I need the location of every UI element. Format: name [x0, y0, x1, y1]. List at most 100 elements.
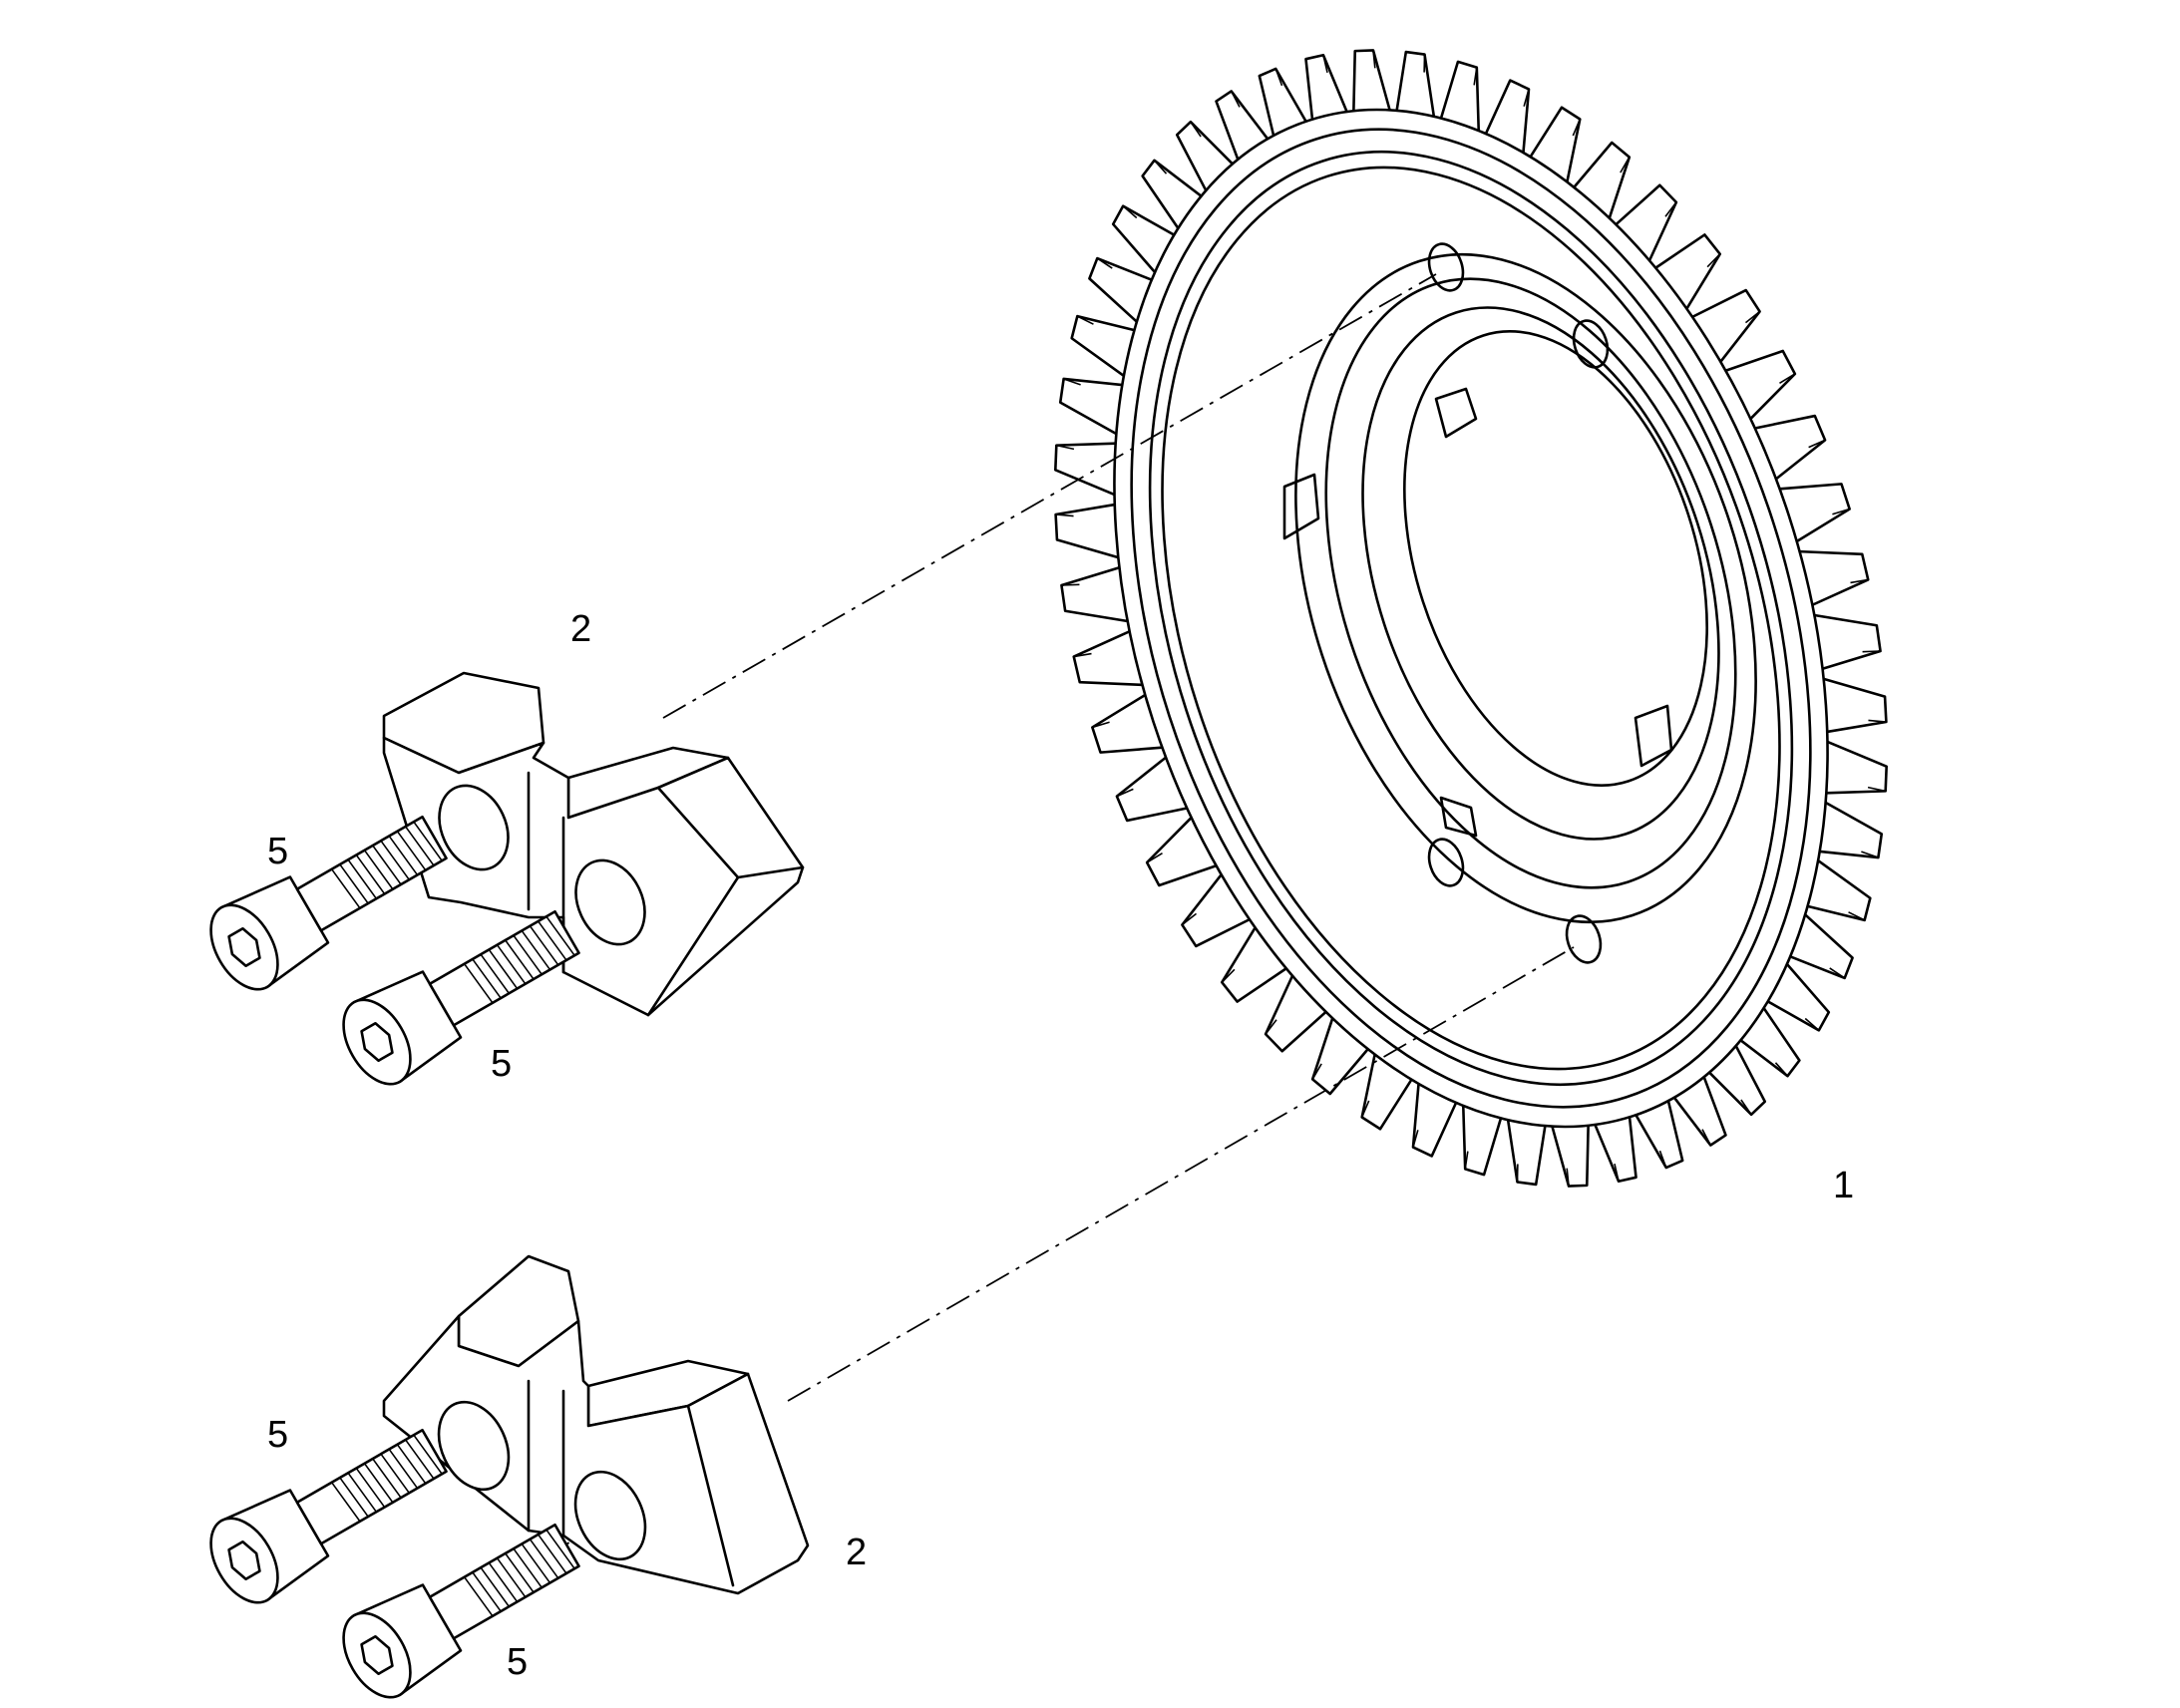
- screw-thread: [488, 1561, 519, 1603]
- gear-tooth: [1739, 1006, 1801, 1078]
- gear-tooth: [1439, 60, 1481, 133]
- gear-tooth-flank: [1572, 119, 1582, 137]
- screw-thread: [347, 1472, 378, 1513]
- hex-socket-icon: [360, 1634, 394, 1676]
- gear-tooth-flank: [1322, 55, 1328, 73]
- screw-shank: [295, 1428, 448, 1545]
- screw-thread: [463, 1576, 494, 1617]
- gear-tooth-flank: [1122, 205, 1138, 219]
- screw-thread: [380, 1453, 410, 1494]
- gear-tooth-flank: [1566, 1168, 1570, 1187]
- screw-thread: [404, 826, 435, 866]
- gear-tooth-flank: [1190, 121, 1202, 138]
- screw-thread: [413, 1434, 443, 1475]
- gear-tooth: [1352, 49, 1391, 113]
- gear-tooth: [1824, 740, 1888, 795]
- gear-tooth: [1054, 503, 1120, 559]
- socket-head-screw: [209, 815, 448, 991]
- screw-thread: [480, 953, 511, 994]
- screw-thread: [330, 868, 361, 909]
- gear-tooth: [1054, 442, 1118, 497]
- screw-head-face: [342, 1611, 412, 1699]
- gear-tooth: [1806, 858, 1872, 922]
- gear-tooth-flank: [1862, 650, 1881, 653]
- gear-tooth-flank: [1073, 652, 1092, 658]
- gear-tooth: [1395, 50, 1436, 119]
- gear-tooth: [1072, 629, 1144, 687]
- screw-thread: [363, 850, 394, 890]
- gear-tooth-flank: [1473, 67, 1478, 86]
- gear-tooth-flank: [1372, 50, 1376, 69]
- gear-tooth: [1822, 677, 1888, 734]
- gear-tooth: [1818, 801, 1884, 859]
- gear-tooth: [1115, 756, 1189, 823]
- gear-tooth-flank: [1063, 378, 1081, 386]
- gear-tooth-flank: [1056, 444, 1075, 451]
- callout-screw-lower-b: 5: [507, 1641, 529, 1683]
- gear-tooth-flank: [1055, 513, 1074, 517]
- screw-thread: [545, 1529, 575, 1569]
- callout-segment-upper: 2: [570, 608, 592, 650]
- gear-tooth: [1181, 872, 1252, 948]
- gear-tooth: [1506, 1118, 1547, 1187]
- callout-screw-upper-b: 5: [491, 1043, 513, 1085]
- gear-tooth-flank: [1146, 853, 1163, 863]
- screw-thread: [505, 1552, 535, 1593]
- screw-head-face: [209, 903, 279, 991]
- gear-tooth: [1141, 159, 1203, 230]
- gear-tooth: [1635, 1099, 1684, 1170]
- gear-tooth: [1551, 1124, 1590, 1188]
- screw-thread: [537, 1534, 567, 1574]
- screw-thread: [472, 1571, 502, 1612]
- screw-thread: [496, 1557, 527, 1598]
- gear-tooth-flank: [1153, 160, 1168, 174]
- gear-tooth: [1461, 1104, 1503, 1177]
- socket-head-screws: [209, 815, 580, 1699]
- socket-head-screw: [342, 1523, 580, 1699]
- gear-bolt-holes: [1427, 242, 1610, 964]
- gear-tooth-flank: [1061, 583, 1080, 586]
- gear-tooth: [1175, 120, 1235, 192]
- screw-thread: [529, 1538, 559, 1579]
- screw-thread: [339, 863, 369, 904]
- gear-tooth: [1653, 233, 1722, 310]
- gear-tooth: [1672, 1075, 1727, 1147]
- gear-tooth: [1615, 183, 1678, 262]
- hex-socket-icon: [360, 1021, 394, 1063]
- gear-tooth-flank: [1658, 1150, 1667, 1169]
- gear-tooth-flank: [1861, 851, 1879, 858]
- gear-tooth-flank: [1096, 257, 1113, 269]
- callout-screw-lower-a: 5: [267, 1414, 289, 1456]
- gear-tooth: [1484, 79, 1531, 155]
- clamp-segment-lower: [382, 1254, 810, 1595]
- gear-tooth: [1304, 53, 1348, 121]
- screw-shank: [295, 815, 448, 932]
- gear-tooth: [1778, 483, 1851, 543]
- gear-tooth: [1813, 613, 1882, 671]
- gear-tooth: [1091, 693, 1164, 754]
- hex-socket-icon: [227, 1539, 261, 1581]
- gear-tooth: [1766, 962, 1831, 1032]
- gear-tooth-flank: [1092, 721, 1110, 729]
- gear-tooth-flank: [1265, 1019, 1277, 1035]
- gear-tooth-flank: [1360, 1100, 1370, 1118]
- gear-tooth: [1690, 288, 1761, 364]
- screw-thread: [513, 1547, 543, 1588]
- screw-thread: [355, 854, 386, 895]
- gear-face: [1113, 108, 1829, 1129]
- screw-thread: [488, 948, 519, 990]
- screw-thread: [537, 920, 567, 961]
- screw-thread: [472, 958, 502, 999]
- gear-tooth-flank: [1181, 912, 1198, 926]
- hex-socket-icon: [227, 926, 261, 968]
- gear-tooth-flank: [1808, 439, 1826, 449]
- gear-tooth: [1070, 314, 1136, 378]
- screw-thread: [521, 929, 551, 971]
- screw-thread: [396, 1444, 427, 1485]
- gear-tooth-flank: [1620, 157, 1631, 173]
- gear-tooth-flank: [1523, 89, 1530, 107]
- gear-tooth-flank: [1744, 310, 1761, 324]
- gear-tooth: [1060, 565, 1129, 623]
- gear-tooth: [1707, 1044, 1767, 1117]
- gear-tooth-flank: [1464, 1151, 1469, 1170]
